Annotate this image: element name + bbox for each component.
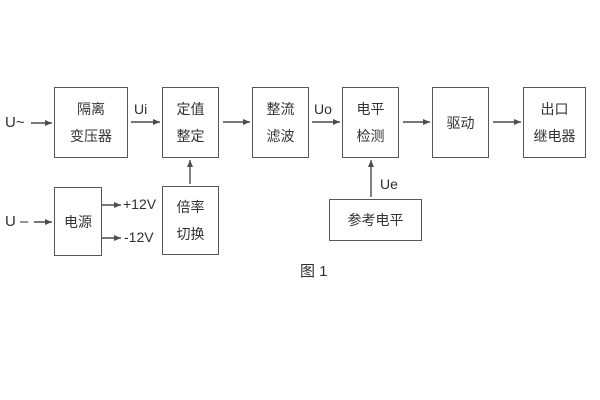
block-rectifier-filter: 整流 滤波 (252, 87, 309, 158)
signal-label-ue: Ue (380, 176, 398, 192)
block-multiplier-switch: 倍率 切换 (162, 186, 219, 255)
signal-label-minus12v: -12V (124, 229, 154, 245)
signal-label-plus12v: +12V (123, 196, 157, 212)
block-label-line: 倍率 (176, 199, 205, 215)
block-setting-adjust: 定值 整定 (162, 87, 219, 158)
block-label-line: 电源 (64, 213, 92, 230)
signal-label-uo: Uo (314, 101, 332, 117)
block-label-line: 整定 (176, 128, 205, 145)
block-label-line: 定值 (176, 100, 205, 117)
block-label-line: 参考电平 (347, 212, 404, 228)
block-label-line: 隔离 (77, 100, 105, 117)
block-label-line: 切换 (176, 226, 205, 242)
block-label-line: 变压器 (70, 128, 112, 145)
input-label-udc: U – (5, 213, 29, 230)
block-driver: 驱动 (432, 87, 489, 158)
block-reference-level: 参考电平 (329, 199, 422, 241)
input-label-uac: U~ (5, 114, 25, 131)
block-label-line: 整流 (266, 100, 295, 117)
block-isolation-transformer: 隔离 变压器 (54, 87, 128, 158)
block-output-relay: 出口 继电器 (523, 87, 586, 158)
block-power-supply: 电源 (54, 187, 102, 256)
block-label-line: 检测 (356, 128, 385, 145)
figure-caption: 图 1 (300, 263, 328, 280)
block-label-line: 驱动 (446, 114, 475, 131)
block-label-line: 电平 (356, 100, 385, 117)
block-level-detect: 电平 检测 (342, 87, 399, 158)
block-label-line: 出口 (540, 100, 569, 117)
block-label-line: 滤波 (266, 128, 295, 145)
block-label-line: 继电器 (533, 128, 576, 145)
signal-label-ui: Ui (134, 101, 148, 117)
